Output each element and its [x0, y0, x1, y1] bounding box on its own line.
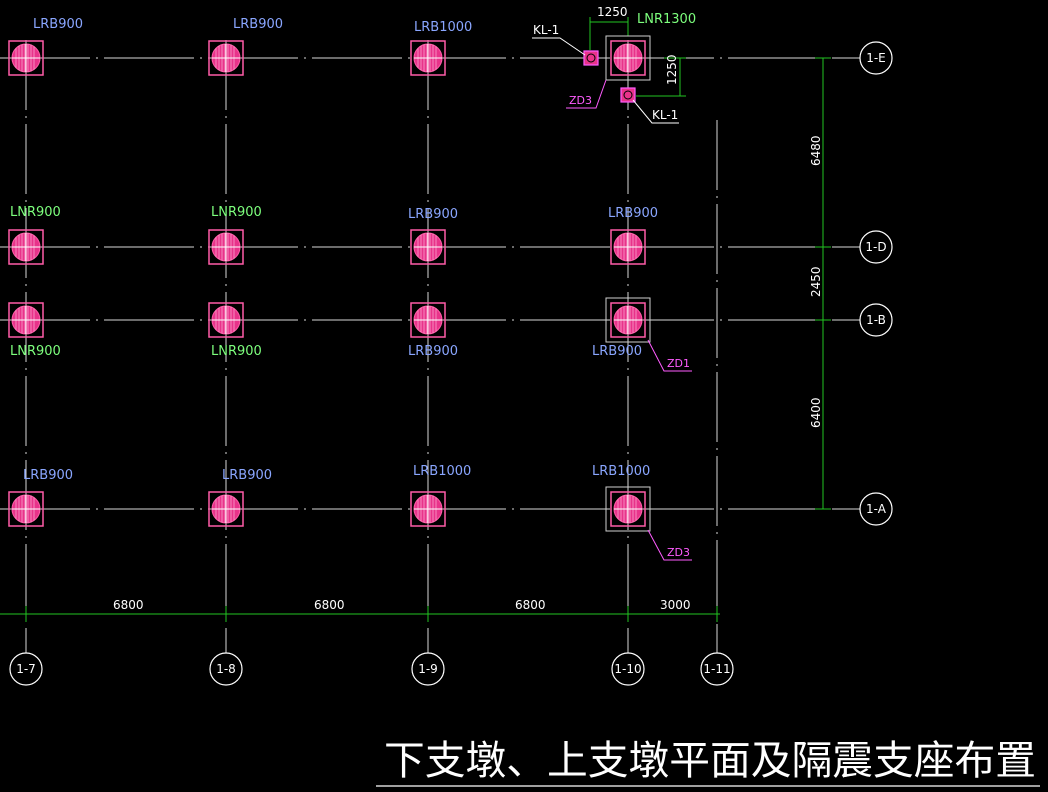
bearing-pad-r0-c1-plate: [208, 40, 244, 76]
kl1-block-right: [620, 87, 636, 103]
bearing-label-b-1-7: LNR900: [10, 344, 61, 359]
bearing-pad-r0-c1: [208, 40, 244, 76]
axis-label-1-8: 1-8: [216, 662, 236, 676]
callout-kl1-left: KL-1: [533, 23, 559, 37]
bearing-label-e-1-9: LRB1000: [414, 20, 472, 35]
bearing-pad-r1-c1: [208, 229, 244, 265]
bearing-pad-r2-c2-plate: [410, 302, 446, 338]
leader-kl1-right: [632, 99, 679, 124]
axis-bubble-1-11: 1-11: [700, 652, 734, 686]
bearing-pad-r3-c3: [605, 486, 651, 532]
axis-label-1-a: 1-A: [866, 502, 887, 516]
leader-zd1: [647, 339, 692, 372]
drawing-title: 下支墩、上支墩平面及隔震支座布置: [384, 738, 1036, 784]
bearing-pad-r1-c0-plate: [8, 229, 44, 265]
kl1-block-right-box: [620, 87, 636, 103]
bearing-pad-r0-c2: [410, 40, 446, 76]
bearing-label-b-1-9: LRB900: [408, 344, 458, 359]
axis-label-1-10: 1-10: [614, 662, 641, 676]
axis-bubble-1-d: 1-D: [859, 230, 893, 264]
axis-bubble-1-e: 1-E: [859, 41, 893, 75]
dim-right-1: 6480: [809, 135, 823, 166]
dimension-lines: [0, 17, 831, 622]
bearing-pad-r2-c2: [410, 302, 446, 338]
leader-zd3-top: [566, 79, 607, 109]
leader-kl1-left: [532, 37, 586, 56]
bearing-pad-r0-c0: [8, 40, 44, 76]
bearing-pad-r2-c0: [8, 302, 44, 338]
axis-label-1-d: 1-D: [865, 240, 886, 254]
bearing-pad-r0-c3-pier: [605, 35, 651, 81]
bearing-pad-r2-c3-pier: [605, 297, 651, 343]
bearing-label-d-1-10: LRB900: [608, 206, 658, 221]
bearing-label-a-1-7: LRB900: [23, 468, 73, 483]
bearing-pad-r2-c0-plate: [8, 302, 44, 338]
bearing-pad-r0-c3-plate: [610, 40, 646, 76]
bearing-pad-r3-c2-plate: [410, 491, 446, 527]
dim-bottom-1: 6800: [113, 598, 144, 612]
dim-detail-horizontal: 1250: [597, 5, 628, 19]
axis-bubble-1-b: 1-B: [859, 303, 893, 337]
axis-bubble-1-a: 1-A: [859, 492, 893, 526]
bearing-pad-r3-c1: [208, 491, 244, 527]
bearing-pad-r1-c3-plate: [610, 229, 646, 265]
bearing-pad-r1-c3: [610, 229, 646, 265]
bearing-label-a-1-10: LRB1000: [592, 464, 650, 479]
bearing-label-e-1-7: LRB900: [33, 17, 83, 32]
dim-right-3: 6400: [809, 397, 823, 428]
bearing-label-a-1-8: LRB900: [222, 468, 272, 483]
bearing-label-d-1-7: LNR900: [10, 205, 61, 220]
axis-bubble-1-10: 1-10: [611, 652, 645, 686]
bearing-label-e-1-10: LNR1300: [637, 12, 696, 27]
bearing-pad-r1-c2-plate: [410, 229, 446, 265]
kl1-block-left-box: [583, 50, 599, 66]
dim-bottom-3: 6800: [515, 598, 546, 612]
bearing-pad-r3-c1-plate: [208, 491, 244, 527]
axis-label-1-7: 1-7: [16, 662, 36, 676]
bearing-pad-r2-c1-plate: [208, 302, 244, 338]
bearing-pad-r1-c1-plate: [208, 229, 244, 265]
dim-right-2: 2450: [809, 266, 823, 297]
bearing-pad-r1-c2: [410, 229, 446, 265]
axis-label-1-11: 1-11: [703, 662, 730, 676]
dim-bottom-4: 3000: [660, 598, 691, 612]
dim-detail-vertical: 1250: [665, 54, 679, 85]
dim-bottom-2: 6800: [314, 598, 345, 612]
bearing-pad-r2-c1: [208, 302, 244, 338]
bearing-pad-r3-c3-plate: [610, 491, 646, 527]
bearing-pad-r1-c0: [8, 229, 44, 265]
bearing-pad-r3-c0: [8, 491, 44, 527]
bearing-pads: [8, 35, 651, 532]
callout-zd3-top: ZD3: [569, 94, 592, 107]
kl1-block-left-hole: [586, 53, 596, 63]
kl1-block-left: [583, 50, 599, 66]
axis-label-1-e: 1-E: [866, 51, 886, 65]
kl1-block-right-hole: [623, 90, 633, 100]
bearing-label-e-1-8: LRB900: [233, 17, 283, 32]
bearing-pad-r3-c2: [410, 491, 446, 527]
bearing-label-a-1-9: LRB1000: [413, 464, 471, 479]
bearing-pad-r2-c3: [605, 297, 651, 343]
bearing-label-d-1-8: LNR900: [211, 205, 262, 220]
callout-zd1: ZD1: [667, 357, 690, 370]
bearing-label-b-1-10: LRB900: [592, 344, 642, 359]
axis-bubble-1-8: 1-8: [209, 652, 243, 686]
callout-kl1-right: KL-1: [652, 108, 678, 122]
bearing-label-b-1-8: LNR900: [211, 344, 262, 359]
bearing-label-d-1-9: LRB900: [408, 207, 458, 222]
bearing-pad-r0-c2-plate: [410, 40, 446, 76]
leader-zd3-bottom: [647, 529, 692, 561]
axis-bubble-1-9: 1-9: [411, 652, 445, 686]
bearing-pad-r0-c3: [605, 35, 651, 81]
bearing-pad-r0-c0-plate: [8, 40, 44, 76]
bearing-pad-r3-c0-plate: [8, 491, 44, 527]
callout-zd3-bottom: ZD3: [667, 546, 690, 559]
bearing-pad-r3-c3-pier: [605, 486, 651, 532]
leader-lines: [532, 37, 692, 561]
axis-label-1-9: 1-9: [418, 662, 438, 676]
axis-label-1-b: 1-B: [866, 313, 886, 327]
bearing-pad-r2-c3-plate: [610, 302, 646, 338]
axis-bubble-1-7: 1-7: [9, 652, 43, 686]
